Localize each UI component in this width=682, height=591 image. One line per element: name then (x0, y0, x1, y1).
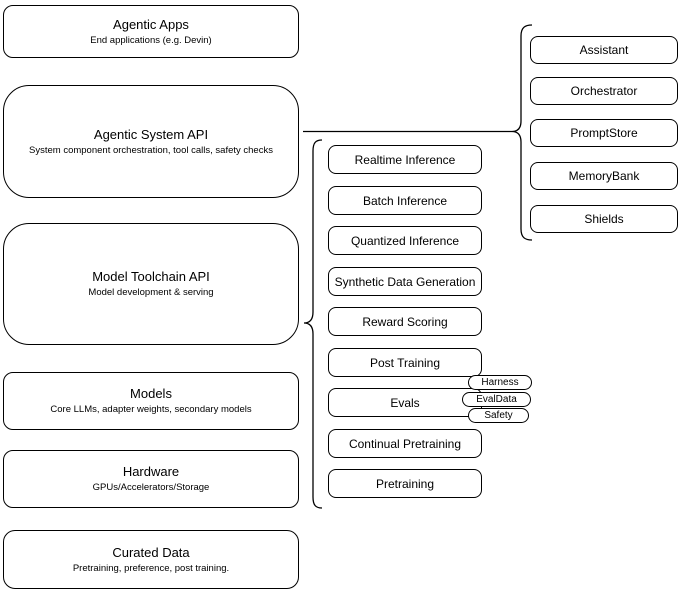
node-subtitle: Core LLMs, adapter weights, secondary mo… (50, 404, 252, 415)
tag-safety: Safety (468, 408, 529, 423)
node-promptstore: PromptStore (530, 119, 678, 147)
node-title: Curated Data (112, 544, 190, 560)
node-agentic-system-api: Agentic System API System component orch… (3, 85, 299, 198)
node-quantized-inference: Quantized Inference (328, 226, 482, 255)
node-model-toolchain-api: Model Toolchain API Model development & … (3, 223, 299, 345)
toolchain-brace (303, 139, 323, 509)
node-shields: Shields (530, 205, 678, 233)
node-subtitle: Pretraining, preference, post training. (72, 562, 230, 574)
node-title: Hardware (122, 464, 180, 479)
node-title: Agentic Apps (113, 16, 189, 32)
node-title: Models (130, 386, 172, 401)
node-curated-data: Curated Data Pretraining, preference, po… (3, 530, 299, 589)
tag-evaldata: EvalData (462, 392, 531, 407)
node-pretraining: Pretraining (328, 469, 482, 498)
node-title: Agentic System API (93, 126, 209, 142)
node-post-training: Post Training (328, 348, 482, 377)
node-subtitle: GPUs/Accelerators/Storage (92, 482, 210, 493)
node-agentic-apps: Agentic Apps End applications (e.g. Devi… (3, 5, 299, 58)
node-realtime-inference: Realtime Inference (328, 145, 482, 174)
node-subtitle: Model development & serving (88, 287, 214, 298)
node-hardware: Hardware GPUs/Accelerators/Storage (3, 450, 299, 508)
node-continual-pretraining: Continual Pretraining (328, 429, 482, 458)
system-components-brace (511, 24, 533, 241)
node-evals: Evals (328, 388, 482, 417)
node-memorybank: MemoryBank (530, 162, 678, 190)
node-subtitle: End applications (e.g. Devin) (90, 34, 212, 46)
node-title: Model Toolchain API (92, 269, 210, 284)
node-orchestrator: Orchestrator (530, 77, 678, 105)
node-reward-scoring: Reward Scoring (328, 307, 482, 336)
node-models: Models Core LLMs, adapter weights, secon… (3, 372, 299, 430)
tag-harness: Harness (468, 375, 532, 390)
node-batch-inference: Batch Inference (328, 186, 482, 215)
node-synthetic-data-generation: Synthetic Data Generation (328, 267, 482, 296)
node-subtitle: System component orchestration, tool cal… (29, 144, 273, 156)
node-assistant: Assistant (530, 36, 678, 64)
